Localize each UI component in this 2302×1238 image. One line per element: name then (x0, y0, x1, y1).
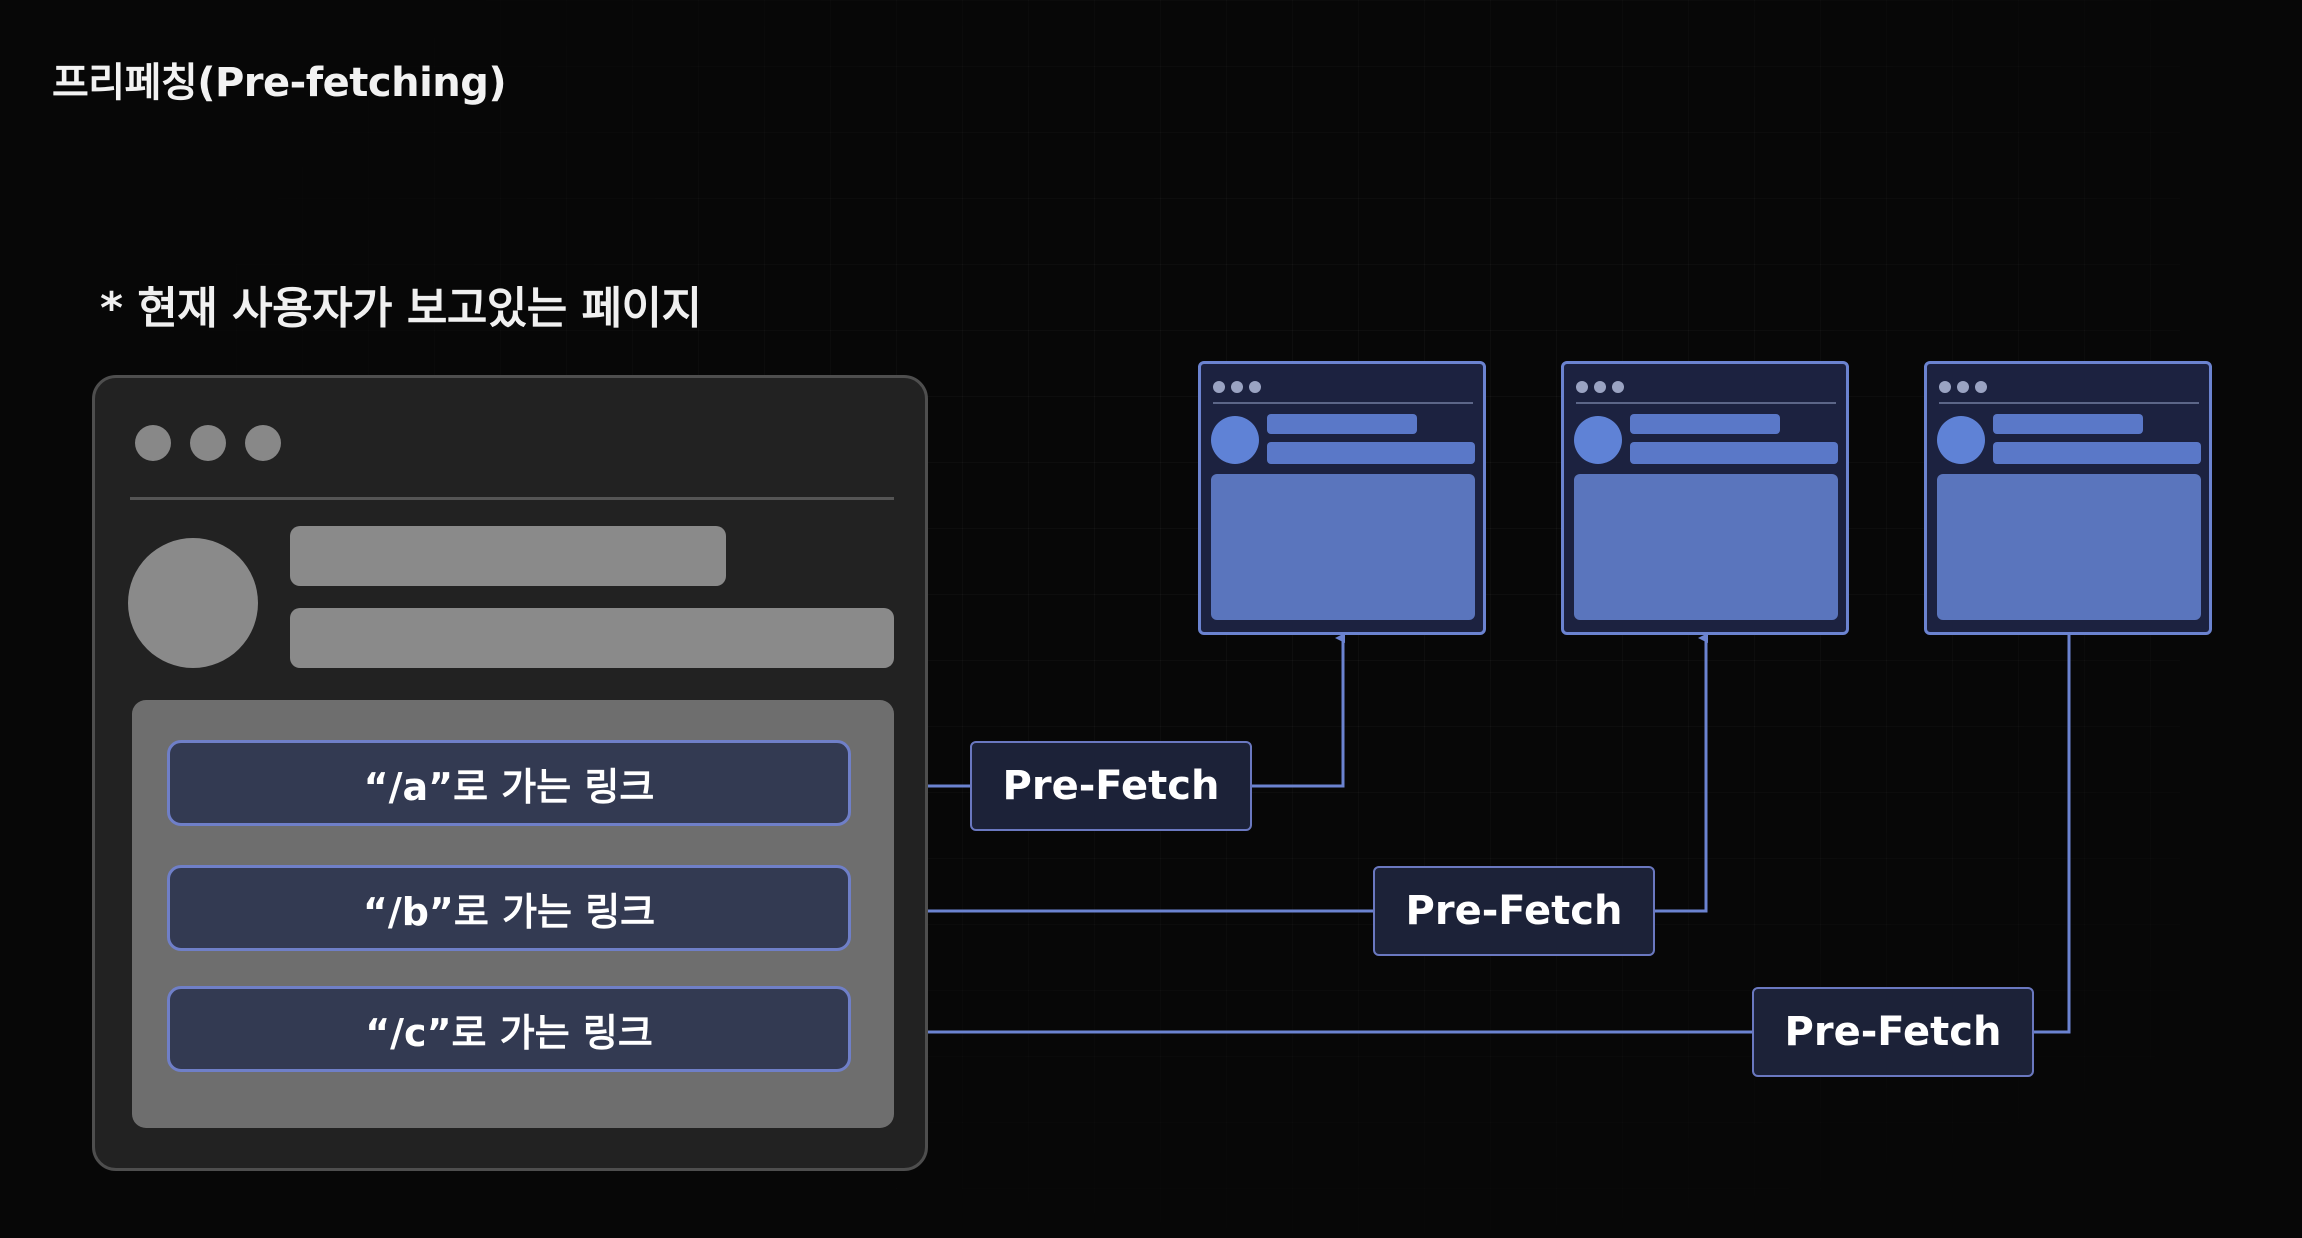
current-page-window: “/a”로 가는 링크 “/b”로 가는 링크 “/c”로 가는 링크 (92, 375, 928, 1171)
window-divider (130, 497, 894, 500)
slide-title: 프리페칭(Pre-fetching) (52, 60, 507, 106)
content-area (1937, 474, 2201, 620)
prefetch-label-c: Pre-Fetch (1752, 987, 2034, 1077)
text-placeholder (1993, 442, 2201, 464)
avatar-placeholder (1937, 416, 1985, 464)
window-divider (1213, 402, 1473, 404)
content-area (1574, 474, 1838, 620)
text-placeholder (1267, 414, 1417, 434)
text-placeholder (1993, 414, 2143, 434)
link-to-b[interactable]: “/b”로 가는 링크 (167, 865, 851, 951)
window-dot (135, 425, 171, 461)
window-divider (1576, 402, 1836, 404)
content-area: “/a”로 가는 링크 “/b”로 가는 링크 “/c”로 가는 링크 (132, 700, 894, 1128)
text-placeholder (1630, 414, 1780, 434)
avatar-placeholder (1211, 416, 1259, 464)
avatar-placeholder (128, 538, 258, 668)
prefetched-page-b (1561, 361, 1849, 635)
link-to-c[interactable]: “/c”로 가는 링크 (167, 986, 851, 1072)
current-page-caption: * 현재 사용자가 보고있는 페이지 (100, 283, 702, 334)
text-placeholder (290, 526, 726, 586)
avatar-placeholder (1574, 416, 1622, 464)
prefetch-label-b: Pre-Fetch (1373, 866, 1655, 956)
text-placeholder (290, 608, 894, 668)
prefetched-page-c (1924, 361, 2212, 635)
window-divider (1939, 402, 2199, 404)
prefetched-page-a (1198, 361, 1486, 635)
content-area (1211, 474, 1475, 620)
window-dot (1213, 381, 1225, 393)
text-placeholder (1267, 442, 1475, 464)
window-dot (1957, 381, 1969, 393)
window-dot (1249, 381, 1261, 393)
link-to-a[interactable]: “/a”로 가는 링크 (167, 740, 851, 826)
window-dot (1939, 381, 1951, 393)
window-dot (190, 425, 226, 461)
text-placeholder (1630, 442, 1838, 464)
window-dot (1594, 381, 1606, 393)
window-dot (245, 425, 281, 461)
window-dot (1231, 381, 1243, 393)
window-dot (1576, 381, 1588, 393)
window-dot (1612, 381, 1624, 393)
window-dot (1975, 381, 1987, 393)
prefetch-label-a: Pre-Fetch (970, 741, 1252, 831)
